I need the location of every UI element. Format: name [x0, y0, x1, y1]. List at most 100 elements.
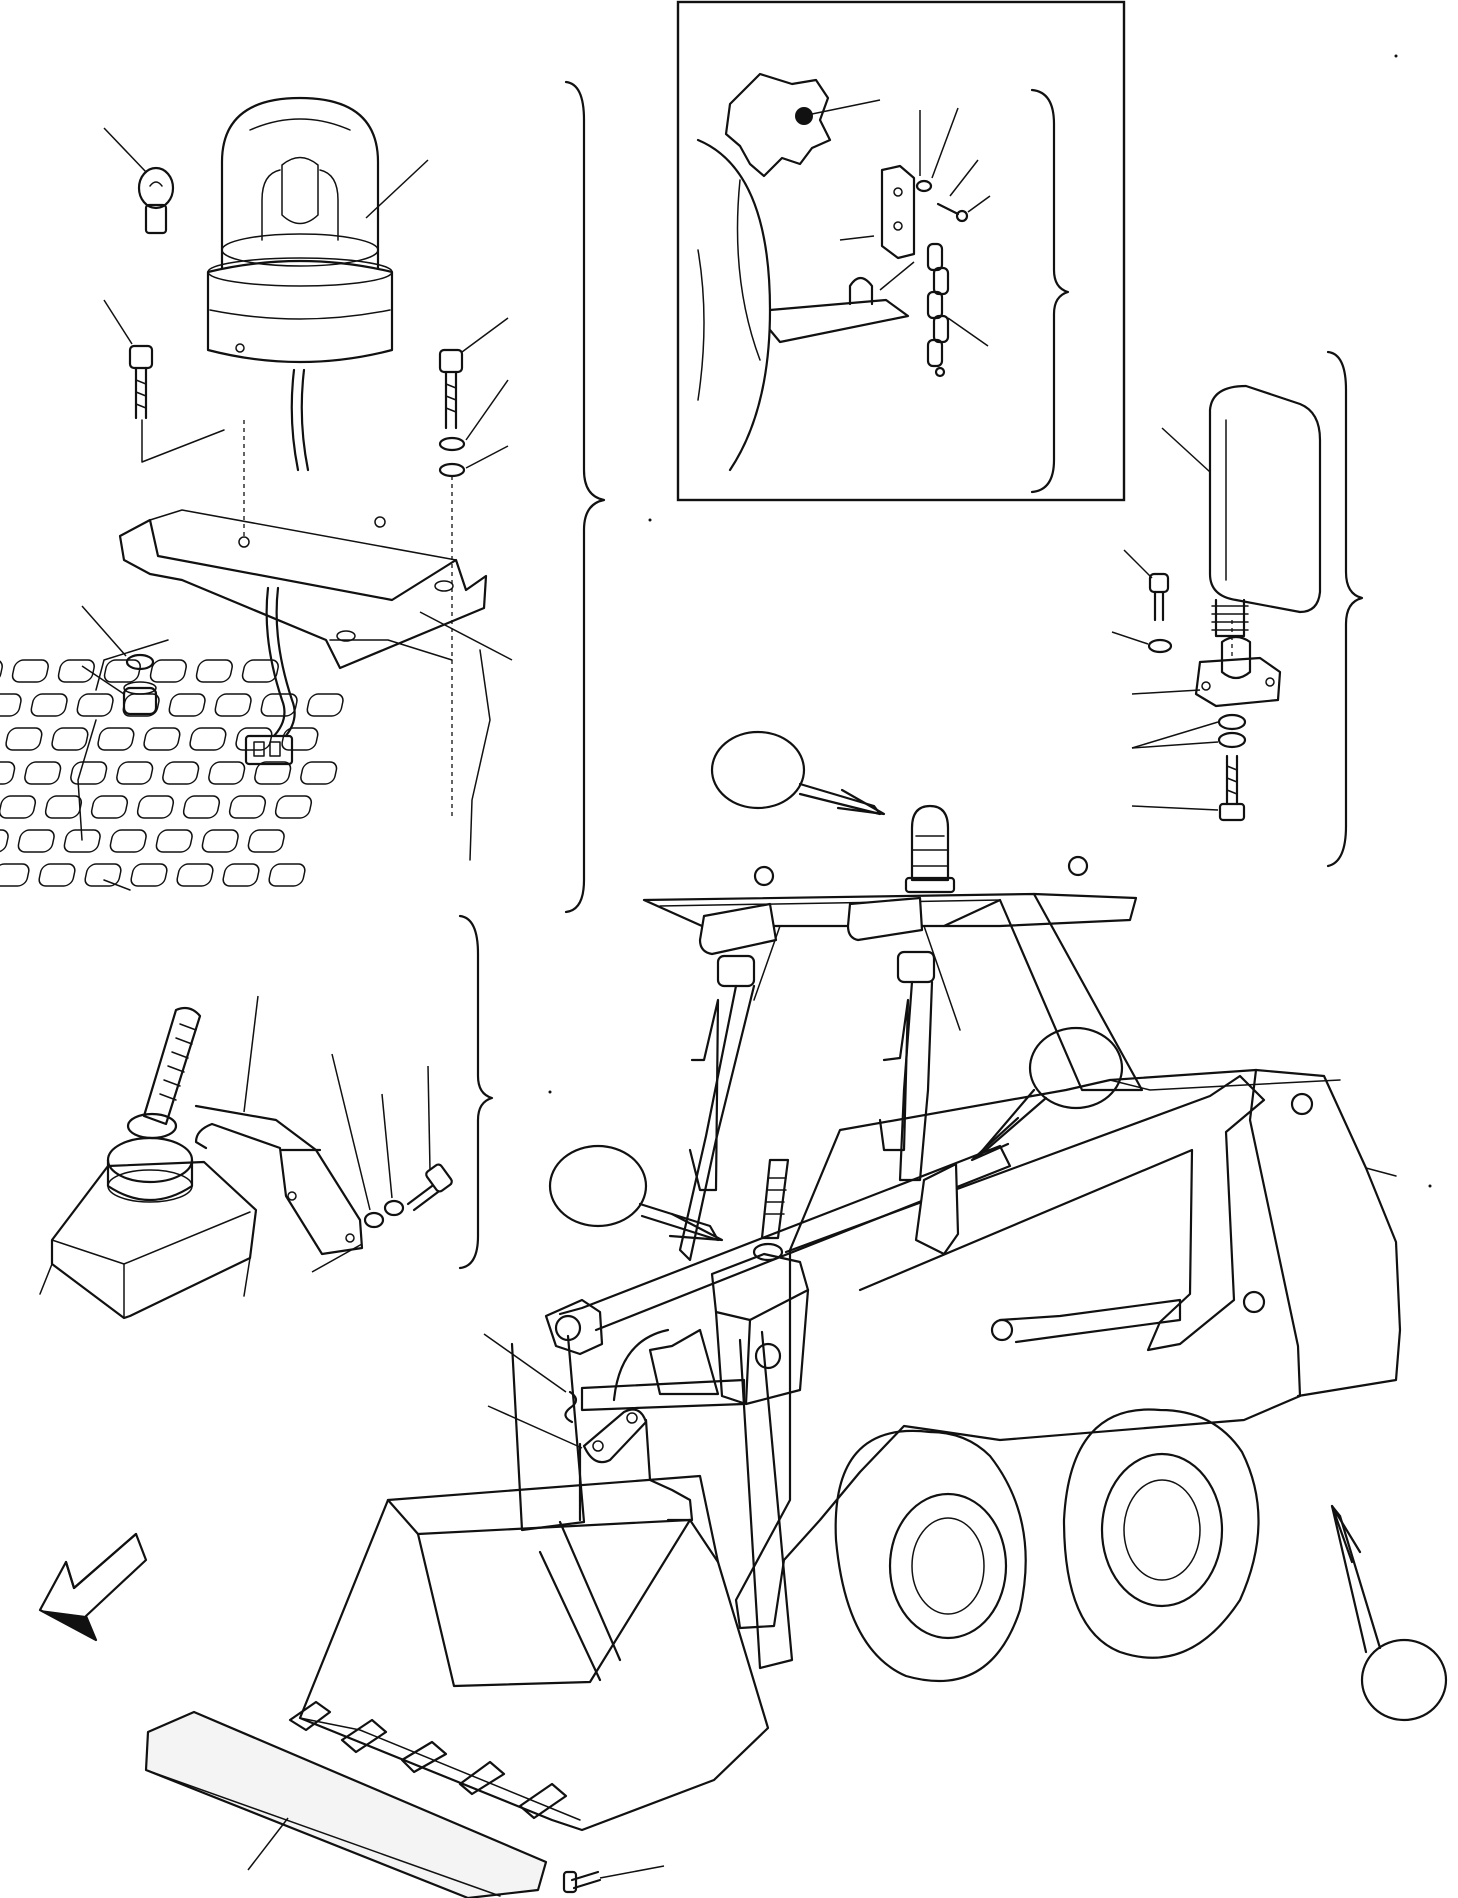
leader-line	[949, 159, 979, 197]
arm-pivot	[544, 1298, 604, 1356]
washer-icon	[383, 1199, 405, 1217]
assembly-line	[141, 419, 225, 463]
leader-line	[1161, 427, 1211, 473]
lift-arm	[784, 1074, 1266, 1352]
joystick-icon	[106, 1006, 202, 1203]
mesh-cell	[195, 659, 233, 683]
screw-icon	[438, 348, 464, 430]
washer-icon	[363, 1211, 385, 1229]
mesh-cell	[208, 761, 246, 785]
leader-line	[381, 1093, 393, 1199]
lift-eye	[1067, 855, 1089, 877]
bracket-plate	[194, 1104, 364, 1256]
bucket	[298, 1474, 770, 1832]
mesh-cell	[30, 693, 68, 717]
leader-line	[1123, 549, 1153, 579]
lift-arm	[558, 1144, 1012, 1332]
screw-icon	[936, 202, 969, 223]
mesh-cell	[143, 727, 181, 751]
group-brace	[1030, 88, 1070, 494]
bucket-teeth	[288, 1700, 568, 1820]
cab-pillar	[678, 984, 756, 1262]
beacon-lamp-icon	[904, 804, 956, 894]
cable	[300, 368, 310, 472]
lift-eye	[753, 865, 775, 887]
mesh-cell	[222, 863, 260, 887]
mesh-cell	[274, 795, 313, 819]
callout-pointer	[970, 1026, 1124, 1162]
leader-line	[243, 995, 259, 1113]
mounting-bracket	[118, 509, 488, 670]
leader-line	[247, 1817, 289, 1871]
cutting-edge	[144, 1710, 548, 1898]
mesh-cell	[268, 863, 306, 887]
mesh-cell	[0, 829, 9, 853]
callout-pointer	[548, 1144, 724, 1242]
mesh-cell	[214, 693, 252, 717]
panel-cutout	[724, 72, 832, 178]
leader-line	[427, 1065, 431, 1171]
washer-icon	[438, 436, 466, 452]
leader-line	[331, 1053, 371, 1211]
leader-line	[311, 1243, 363, 1273]
mesh-cell	[0, 693, 22, 717]
leader-line	[461, 317, 509, 353]
mesh-cell	[63, 829, 101, 853]
grab-handle	[688, 998, 720, 1192]
leader-line	[879, 261, 915, 291]
bracket-icon	[880, 164, 916, 260]
mesh-cell	[44, 795, 83, 819]
work-lamp-icon	[716, 950, 936, 988]
mesh-cell	[122, 693, 160, 717]
leader-line	[365, 159, 429, 219]
beacon-lamp-icon	[206, 96, 394, 364]
mesh-cell	[281, 727, 319, 751]
mesh-cell	[201, 829, 239, 853]
leader-line	[811, 99, 881, 115]
mesh-cell	[38, 863, 76, 887]
leader-line	[967, 195, 991, 213]
group-brace	[1326, 350, 1364, 868]
bolt-icon	[562, 1870, 602, 1894]
group-brace	[458, 914, 494, 1270]
mount-block	[1194, 656, 1282, 708]
washer-icon	[438, 462, 466, 478]
leader-line	[81, 665, 125, 695]
mesh-cell	[109, 829, 147, 853]
nut-icon	[795, 107, 813, 125]
bulb-icon	[137, 166, 175, 235]
screw-icon	[1218, 754, 1246, 822]
mesh-cell	[70, 761, 108, 785]
mesh-cell	[84, 863, 122, 887]
work-lamp-icon	[1208, 384, 1322, 614]
leader-line	[419, 611, 513, 661]
mesh-cell	[17, 829, 55, 853]
mesh-cell	[116, 761, 154, 785]
leader-line	[931, 107, 959, 179]
forward-direction-arrow-icon	[38, 1532, 148, 1642]
leader-line	[1131, 721, 1219, 749]
lift-cylinder	[998, 1298, 1182, 1344]
leader-line	[947, 317, 989, 347]
beacon-assembly	[0, 96, 513, 891]
skid-steer-loader-icon	[144, 730, 1448, 1898]
mesh-cell	[155, 829, 193, 853]
washer-icon	[915, 179, 933, 193]
mesh-cell	[168, 693, 206, 717]
washer-icon	[1217, 713, 1247, 731]
mesh-cells	[0, 659, 344, 887]
inset-frame	[676, 0, 1126, 502]
tire	[1062, 1408, 1260, 1659]
mesh-cell	[130, 863, 168, 887]
mesh-cell	[254, 761, 292, 785]
mesh-cell	[260, 693, 298, 717]
mesh-cell	[300, 761, 338, 785]
joystick-assembly	[39, 914, 494, 1320]
mesh-cell	[5, 727, 43, 751]
cross-member	[580, 1378, 746, 1412]
leader-line	[103, 127, 147, 173]
mesh-cell	[0, 659, 3, 683]
screw-icon	[406, 1163, 453, 1212]
mesh-cell	[149, 659, 187, 683]
